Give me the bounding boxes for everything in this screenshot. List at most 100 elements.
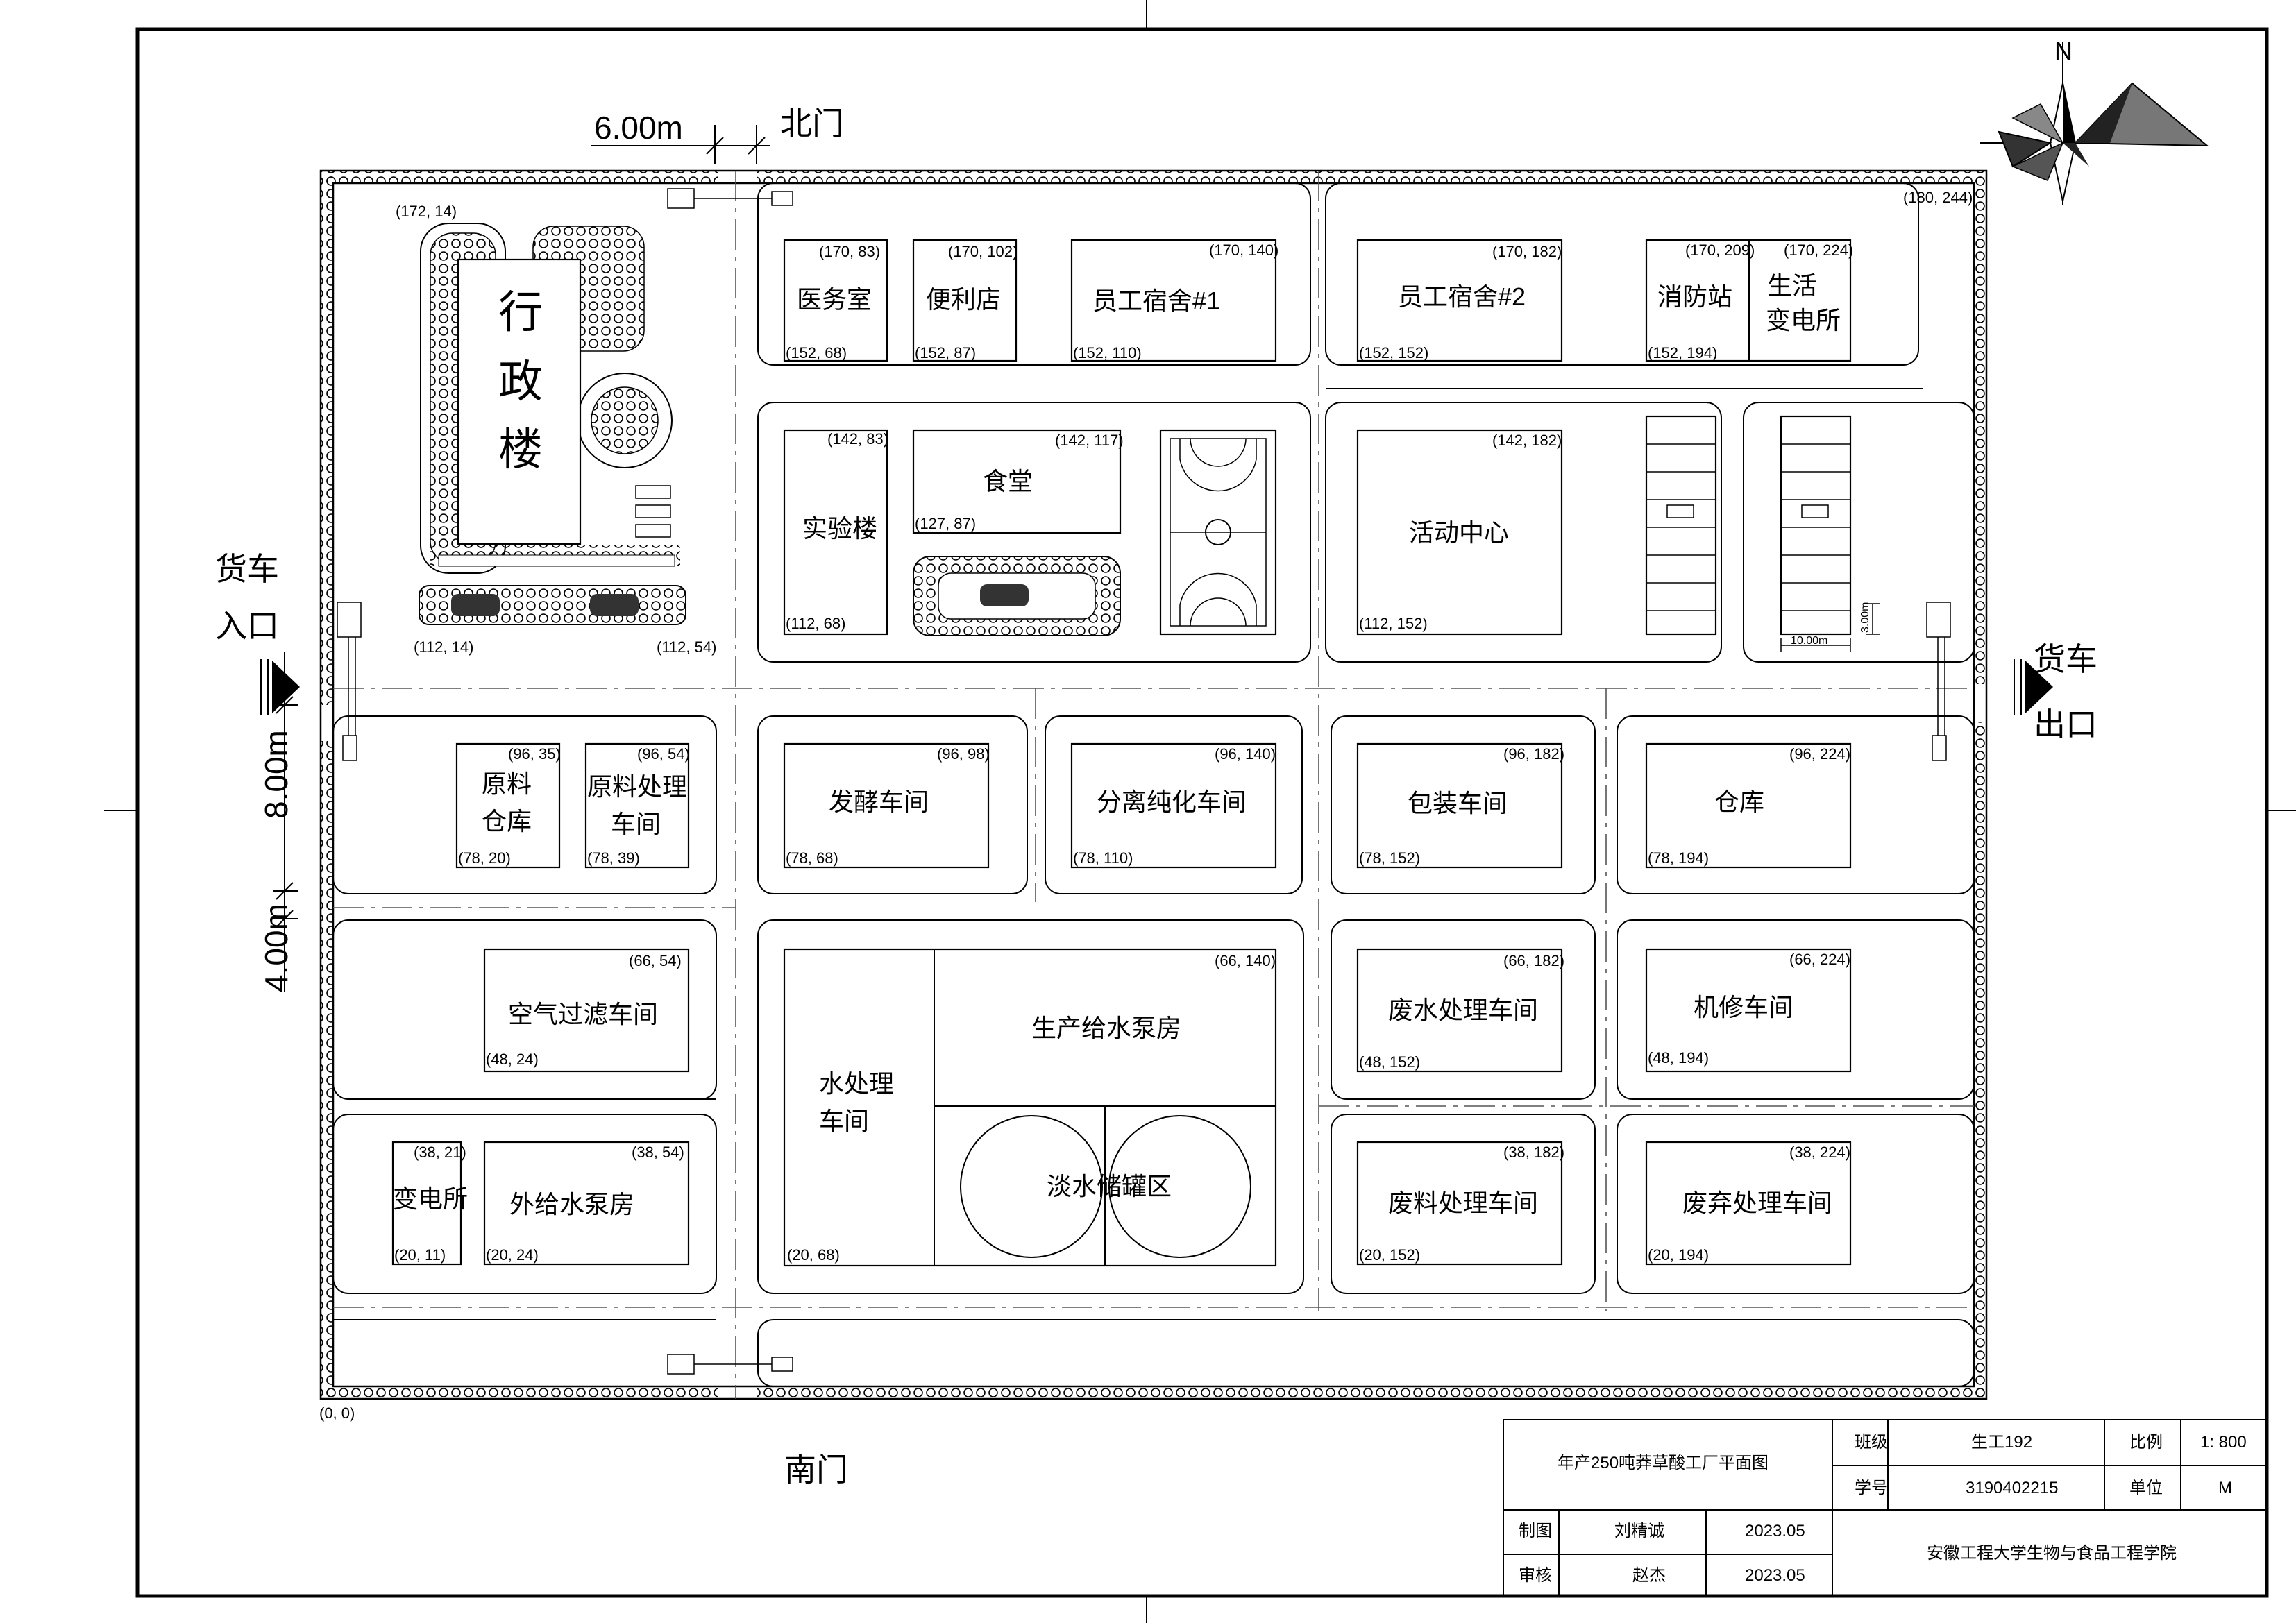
- repair-coord-bl: (48, 194): [1648, 1049, 1709, 1067]
- water-zone: [783, 948, 1277, 1267]
- drawing-frame: [135, 27, 2269, 1598]
- drawn-date: 2023.05: [1745, 1522, 1805, 1540]
- repair-coord-tr: (66, 224): [1789, 951, 1850, 968]
- admin-coord-bl: (112, 14): [414, 638, 473, 656]
- south-gate-label: 南门: [784, 1452, 848, 1488]
- fermentation-building: [783, 742, 990, 869]
- substation-coord-bl: (20, 11): [394, 1246, 446, 1264]
- canteen-label: 食堂: [983, 467, 1033, 495]
- waste-material-building: [1356, 1141, 1563, 1266]
- dorm2-coord-bl: (152, 152): [1359, 344, 1428, 362]
- wastewater-coord-tr: (66, 182): [1503, 952, 1564, 969]
- warehouse-coord-bl: (78, 194): [1648, 849, 1709, 867]
- substation-label: 变电所: [393, 1184, 468, 1213]
- admin-name-2: 政: [498, 357, 543, 407]
- prod-pump-label: 生产给水泵房: [1031, 1014, 1181, 1042]
- repair-label: 机修车间: [1694, 993, 1793, 1021]
- raw-store-coord-tr: (96, 35): [508, 745, 561, 763]
- raw-proc-coord-tr: (96, 54): [637, 745, 690, 763]
- waste-disposal-building: [1645, 1141, 1852, 1266]
- class-label: 班级: [1855, 1433, 1888, 1452]
- dorm1-coord-bl: (152, 110): [1073, 344, 1142, 362]
- life-substation-building: [1748, 239, 1852, 362]
- lab-label: 实验楼: [802, 514, 877, 543]
- outer-pump-coord-bl: (20, 24): [486, 1246, 539, 1264]
- reviewed-by-value: 赵杰: [1632, 1566, 1666, 1585]
- drawn-by-label: 制图: [1519, 1522, 1552, 1540]
- dorm1-building: [1070, 239, 1277, 362]
- packing-coord-bl: (78, 152): [1359, 849, 1420, 867]
- packing-coord-tr: (96, 182): [1503, 745, 1564, 763]
- student-id-value: 3190402215: [1966, 1479, 2058, 1497]
- gate-booths: [337, 188, 1951, 1375]
- activity-center-label: 活动中心: [1409, 518, 1509, 547]
- outer-pump-coord-tr: (38, 54): [632, 1144, 684, 1161]
- origin-coord: (0, 0): [319, 1404, 355, 1422]
- raw-store-building: [455, 742, 561, 869]
- lab-building: [783, 429, 888, 636]
- clinic-label: 医务室: [797, 285, 872, 314]
- student-id-label: 学号: [1855, 1479, 1888, 1497]
- unit-label: 单位: [2129, 1479, 2163, 1497]
- truck-out-label-2: 出口: [2034, 706, 2097, 742]
- separation-label: 分离纯化车间: [1097, 788, 1247, 816]
- raw-proc-coord-bl: (78, 39): [587, 849, 640, 867]
- water-treat-label-1: 水处理: [819, 1069, 894, 1098]
- admin-coord-br: (112, 54): [657, 638, 716, 656]
- store-label: 便利店: [926, 285, 1001, 314]
- water-treat-label-2: 车间: [819, 1107, 869, 1135]
- title-block: [1503, 1419, 2268, 1597]
- review-date: 2023.05: [1745, 1566, 1805, 1585]
- truck-exit-arrow: [2014, 659, 2053, 715]
- waste-disposal-coord-bl: (20, 194): [1648, 1246, 1709, 1264]
- clinic-coord-tr: (170, 83): [819, 243, 880, 260]
- canteen-coord-bl: (127, 87): [915, 515, 976, 532]
- canteen-garden: [913, 556, 1121, 636]
- activity-coord-bl: (112, 152): [1359, 615, 1428, 632]
- air-filter-label: 空气过滤车间: [508, 1000, 658, 1028]
- fire-coord-bl: (152, 194): [1648, 344, 1717, 362]
- water-treat-coord-bl: (20, 68): [787, 1246, 840, 1264]
- packing-label: 包装车间: [1408, 789, 1508, 817]
- wastewater-label: 废水处理车间: [1388, 996, 1538, 1024]
- separation-coord-bl: (78, 110): [1073, 849, 1133, 867]
- road-network: [332, 171, 1975, 1399]
- repair-building: [1645, 948, 1852, 1073]
- admin-coord-tl: (172, 14): [396, 203, 457, 220]
- warehouse-label: 仓库: [1714, 788, 1764, 816]
- raw-store-coord-bl: (78, 20): [458, 849, 511, 867]
- tank-area-label: 淡水储罐区: [1047, 1172, 1172, 1200]
- parking-width-dim: 10.00m: [1791, 635, 1827, 647]
- admin-name-3: 楼: [498, 425, 543, 475]
- substation-building: [391, 1141, 462, 1266]
- life-substation-label-2: 变电所: [1766, 306, 1841, 334]
- fermentation-coord-bl: (78, 68): [786, 849, 838, 867]
- top-right-coord: (180, 244): [1903, 189, 1973, 206]
- fire-coord-tr: (170, 209): [1685, 241, 1755, 259]
- parking-height-dim: 3.00m: [1859, 602, 1871, 633]
- dorm1-coord-tr: (170, 140): [1209, 241, 1278, 259]
- green-width-dim: 4.00m: [258, 903, 294, 992]
- life-substation-coord-tr: (170, 224): [1784, 241, 1853, 259]
- waste-material-label: 废料处理车间: [1388, 1189, 1538, 1217]
- store-coord-tr: (170, 102): [948, 243, 1018, 260]
- parking-lot-1: [1645, 415, 1717, 636]
- air-filter-coord-tr: (66, 54): [629, 952, 682, 969]
- tank-right: [1108, 1115, 1251, 1258]
- prod-pump-coord-tr: (66, 140): [1215, 952, 1276, 969]
- drawing-title: 年产250吨莽草酸工厂平面图: [1558, 1454, 1769, 1472]
- fermentation-coord-tr: (96, 98): [937, 745, 990, 763]
- outer-pump-building: [483, 1141, 690, 1266]
- admin-name-1: 行: [498, 287, 543, 337]
- store-coord-bl: (152, 87): [915, 344, 976, 362]
- dorm2-label: 员工宿舍#2: [1398, 282, 1526, 311]
- raw-store-label-2: 仓库: [482, 807, 532, 835]
- truck-entrance-arrow: [260, 659, 300, 715]
- separation-coord-tr: (96, 140): [1215, 745, 1276, 763]
- outer-pump-label: 外给水泵房: [509, 1190, 634, 1218]
- warehouse-building: [1645, 742, 1852, 869]
- canteen-building: [912, 429, 1122, 534]
- drawn-by-value: 刘精诚: [1614, 1522, 1664, 1540]
- life-substation-label-1: 生活: [1767, 271, 1817, 300]
